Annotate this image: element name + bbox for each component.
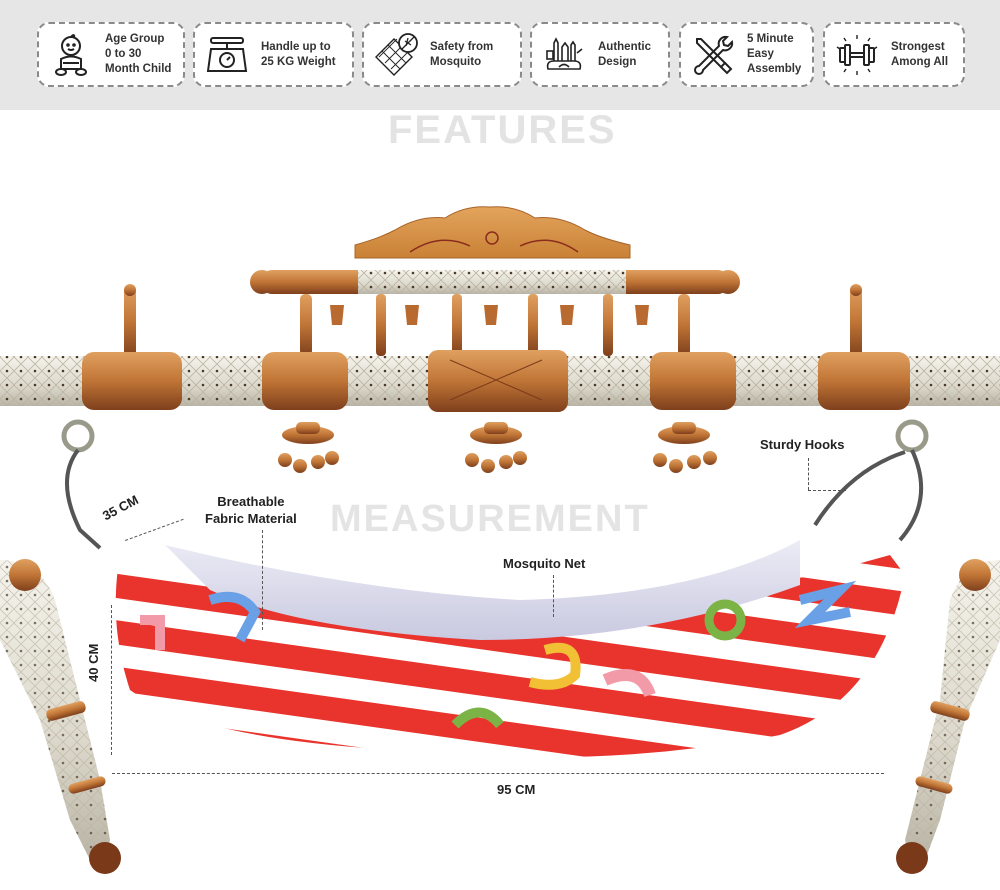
feature-label: 5 Minute Easy Assembly [747,33,802,75]
dimension-height-line [111,605,112,755]
dimension-length-label: 95 CM [497,782,536,797]
weighing-scale-icon [203,31,251,79]
feature-badge-design: Authentic Design [530,22,670,87]
main-beam [0,350,1000,412]
baby-icon [47,31,95,79]
bell-clusters [278,422,717,473]
feature-badge-strength: Strongest Among All [823,22,965,87]
features-heading: FEATURES [388,108,617,152]
feature-badge-mosquito: Safety from Mosquito [362,22,522,87]
measurement-heading: MEASUREMENT [330,498,650,540]
spindles [124,284,862,358]
handcraft-design-icon [540,31,588,79]
top-crest-board [354,206,631,259]
dimension-height-label: 40 CM [86,643,101,682]
callout-mosquito-net: Mosquito Net [503,556,586,571]
feature-label: Strongest Among All [891,40,949,68]
feature-label: Handle up to 25 KG Weight [261,40,336,68]
feature-badge-assembly: 5 Minute Easy Assembly [679,22,814,87]
dimension-length-line [112,773,884,774]
feature-label: Authentic Design [598,40,652,68]
feature-label: Safety from Mosquito [430,40,494,68]
callout-sturdy-hooks: Sturdy Hooks [760,437,845,452]
dumbbell-icon [833,31,881,79]
feature-label: Age Group 0 to 30 Month Child [105,33,172,75]
right-leg [896,559,1000,874]
callout-leader-line [553,575,554,617]
feature-banner: Age Group 0 to 30 Month Child Handle up … [0,0,1000,110]
callout-leader-line [262,530,263,630]
tools-icon [689,31,737,79]
callout-breathable-fabric: Breathable Fabric Material [205,494,297,526]
upper-rail [250,270,740,294]
mosquito-net-icon [372,31,420,79]
hammock-fabric [115,540,905,758]
callout-leader-line [808,490,846,491]
feature-badge-weight: Handle up to 25 KG Weight [193,22,354,87]
small-bells [330,305,649,325]
feature-badge-age-group: Age Group 0 to 30 Month Child [37,22,185,87]
callout-leader-line [808,458,809,490]
left-leg [0,559,121,874]
